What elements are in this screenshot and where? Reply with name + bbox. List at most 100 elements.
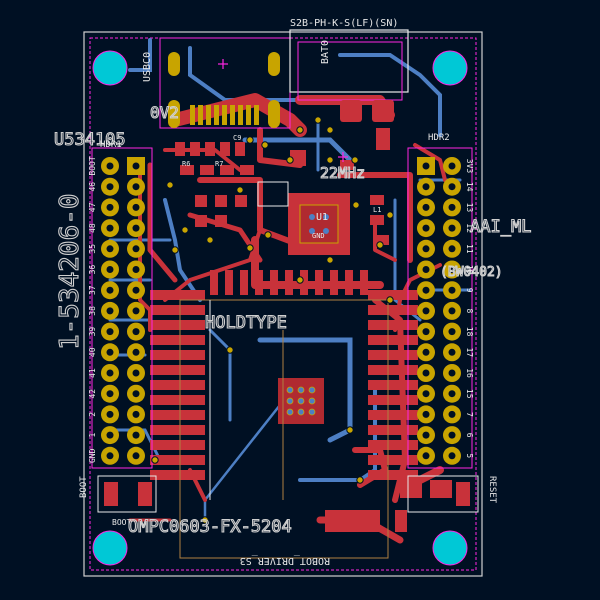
via bbox=[286, 156, 294, 164]
boot-label: BOOT bbox=[79, 476, 89, 498]
hdr2-pad-drill bbox=[422, 390, 430, 398]
usbc-ref-label: USBC0 bbox=[142, 52, 153, 82]
bat-solder-pad bbox=[376, 128, 390, 150]
mounting-hole-bl bbox=[92, 530, 128, 566]
bat-pads bbox=[340, 100, 394, 122]
hdr1-pad-drill bbox=[106, 431, 114, 439]
vias bbox=[151, 116, 394, 524]
header-pin-label: 40 bbox=[88, 347, 97, 357]
header-pin-label: 7 bbox=[465, 412, 474, 417]
hdr1-pad-drill bbox=[132, 369, 140, 377]
hdr1-pad-drill bbox=[132, 410, 140, 418]
header-pin-label: 18 bbox=[465, 327, 474, 337]
via bbox=[326, 126, 334, 134]
header-pin-label: 47 bbox=[88, 202, 97, 212]
hdr2-pad-drill bbox=[448, 410, 456, 418]
header-pin-label: 14 bbox=[465, 182, 474, 192]
module-pads bbox=[150, 270, 418, 480]
hdr2-pad-drill bbox=[422, 307, 430, 315]
hdr1-pad-drill bbox=[106, 203, 114, 211]
via bbox=[166, 181, 174, 189]
hdr2-pad-drill bbox=[448, 431, 456, 439]
hdr1-pad-drill bbox=[106, 224, 114, 232]
header-pin-label: 16 bbox=[465, 368, 474, 378]
header-pin-label: 46 bbox=[88, 182, 97, 192]
via bbox=[206, 236, 214, 244]
header-pin-label: 41 bbox=[88, 368, 97, 378]
hdr1-pad-drill bbox=[106, 348, 114, 356]
c9-label: C9 bbox=[233, 134, 241, 142]
usbc-pads bbox=[168, 52, 280, 128]
via bbox=[352, 201, 360, 209]
via bbox=[356, 476, 364, 484]
header-pin-label: 35 bbox=[88, 244, 97, 254]
module-value-label: HOLDTYPE bbox=[205, 313, 287, 333]
hdr1-pad-drill bbox=[132, 348, 140, 356]
module-part-label: OMPC0603-FX-5204 bbox=[128, 517, 292, 537]
hdr1-pad-drill bbox=[106, 410, 114, 418]
header-pin-label: 39 bbox=[88, 327, 97, 337]
via bbox=[326, 256, 334, 264]
hdr1-pad-drill bbox=[106, 328, 114, 336]
header-pin-label: 10 bbox=[465, 265, 474, 275]
hdr2-pad-drill bbox=[422, 348, 430, 356]
hdr2-pad-drill bbox=[448, 369, 456, 377]
hdr1-pad-drill bbox=[106, 307, 114, 315]
bat-connector-courtyard bbox=[297, 41, 403, 101]
hdr2-pad-drill bbox=[448, 224, 456, 232]
mid-value-label: 0V2 bbox=[150, 103, 179, 122]
mounting-hole-br bbox=[432, 530, 468, 566]
via bbox=[386, 211, 394, 219]
hdr1-pad-drill bbox=[132, 286, 140, 294]
hdr1-pad-drill bbox=[106, 245, 114, 253]
hdr2-pad-drill bbox=[422, 410, 430, 418]
module-thermal-vias bbox=[286, 386, 316, 416]
hdr1-pad-drill bbox=[106, 369, 114, 377]
hdr1-pad-drill bbox=[132, 431, 140, 439]
hdr2-pad-drill bbox=[422, 266, 430, 273]
header-pin-label: 38 bbox=[88, 306, 97, 316]
hdr1-pad-drill bbox=[132, 224, 140, 232]
l1-label: L1 bbox=[373, 206, 381, 214]
mounting-hole-tl bbox=[92, 50, 128, 86]
hdr2-pad-drill bbox=[448, 266, 456, 273]
header-pin-label: 1 bbox=[88, 433, 97, 438]
header-pin-label: 37 bbox=[88, 285, 97, 295]
module-fab-outline bbox=[179, 299, 389, 559]
connector-part-label: S2B-PH-K-S(LF)(SN) bbox=[290, 18, 398, 29]
hdr1-pad-drill bbox=[132, 183, 140, 191]
header-pin-label: GND bbox=[88, 448, 97, 463]
hdr2-pad-drill bbox=[422, 369, 430, 377]
crystal-value-label: 22MHz bbox=[320, 164, 365, 182]
via bbox=[376, 241, 384, 249]
hdr1-pad-drill bbox=[132, 390, 140, 398]
via bbox=[171, 246, 179, 254]
header-pin-label: 11 bbox=[465, 244, 474, 254]
via bbox=[346, 426, 354, 434]
gnd-pad-label: GND bbox=[312, 232, 325, 240]
hdr2-pad-drill bbox=[422, 245, 430, 253]
via bbox=[236, 186, 244, 194]
origin-markers bbox=[218, 59, 348, 162]
header-pads bbox=[101, 157, 461, 465]
hdr2-pad-drill bbox=[422, 452, 430, 460]
hdr1-pad-drill bbox=[132, 328, 140, 336]
u1-ref-label: U1 bbox=[316, 212, 328, 223]
hdr2-pad-drill bbox=[448, 307, 456, 315]
via bbox=[261, 141, 269, 149]
hdr1-courtyard bbox=[91, 147, 153, 469]
header-pin-label: 8 bbox=[465, 308, 474, 313]
hdr2-pad-drill bbox=[448, 286, 456, 294]
hdr2-pad-drill bbox=[422, 286, 430, 294]
header-pin-label: 48 bbox=[88, 223, 97, 233]
mounting-holes bbox=[92, 50, 468, 566]
u5-value-label: U534105 bbox=[54, 130, 126, 150]
hdr2-pad-drill bbox=[422, 224, 430, 232]
header-pin-label: 17 bbox=[465, 347, 474, 357]
hdr2-pad-drill bbox=[448, 390, 456, 398]
hdr1-pad-drill bbox=[132, 162, 140, 170]
header-pin-label: 3V3 bbox=[465, 159, 474, 174]
